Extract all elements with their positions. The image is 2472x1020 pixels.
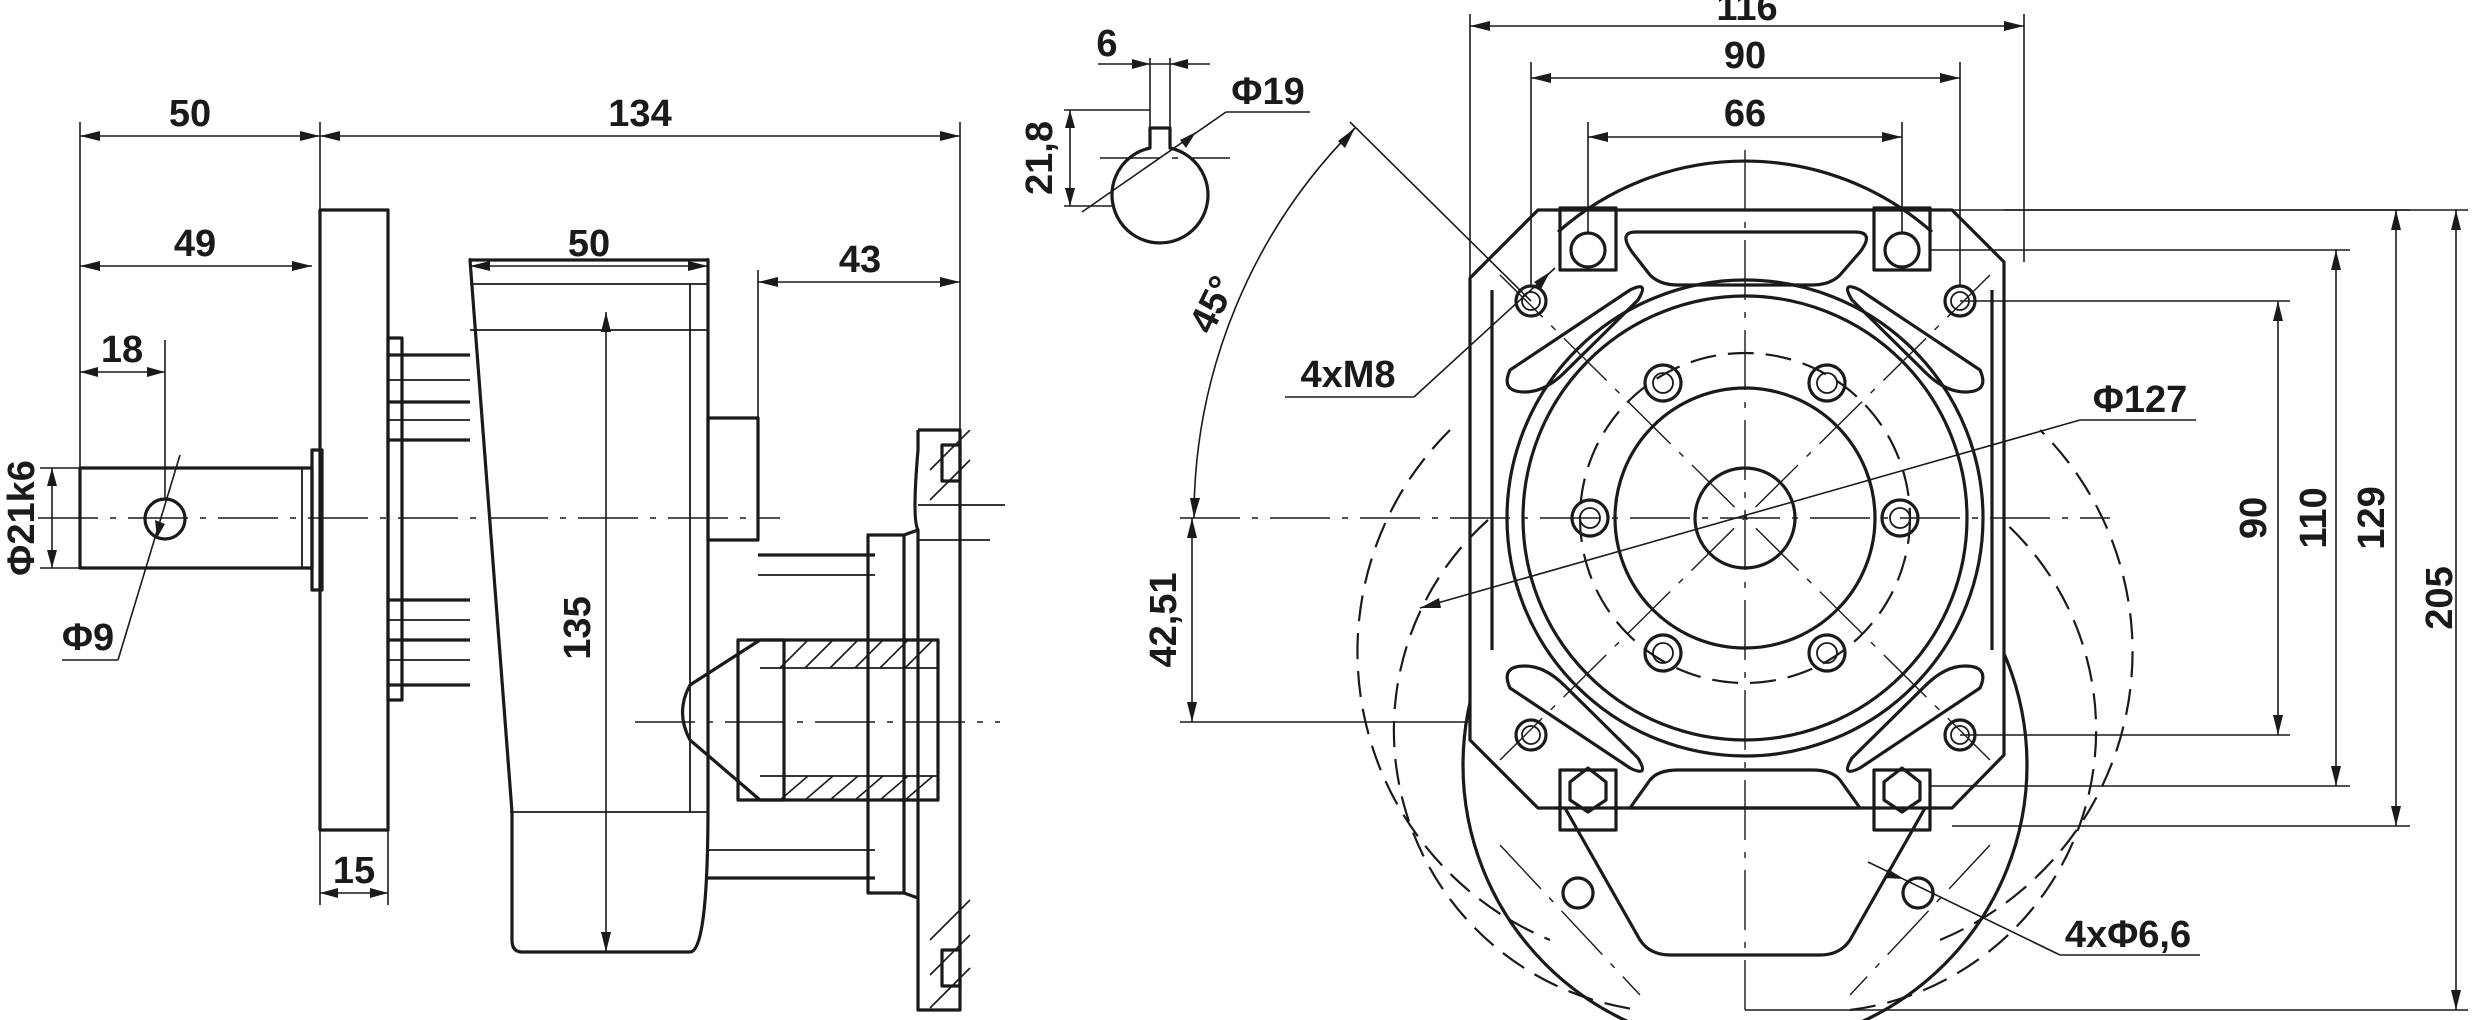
mounting-bosses [1558,206,1932,832]
front-view: 116 90 66 45° 4xM8 [1143,0,2468,1020]
dim-center-height: 42,51 [1143,572,1185,667]
ribbed-neck [388,353,470,687]
gearbox-body [468,258,760,954]
dim-pin-hole-diameter: Φ9 [62,617,114,659]
dim-height-129: 129 [2351,486,2393,549]
dim-overall-height: 205 [2419,566,2461,629]
dim-output-length: 43 [839,239,881,281]
dim-angle: 45° [1182,270,1245,340]
dim-gearbox-width: 50 [568,223,610,265]
dim-threaded-holes: 4xM8 [1300,354,1395,396]
dim-flange-thickness: 15 [333,850,375,892]
dim-bore-diameter: Φ19 [1231,71,1304,113]
dim-mounting-holes: 4xΦ6,6 [2065,914,2191,956]
output-assembly [680,428,1005,1012]
dim-bolt-spacing-inner: 66 [1724,93,1766,135]
dim-vertical-hole-spacing: 90 [2233,497,2275,539]
front-dimensions: 116 90 66 45° 4xM8 [1143,0,2468,1011]
dim-bolt-spacing-outer: 90 [1724,35,1766,77]
side-view: 134 50 49 18 Φ21k6 Φ9 [1,93,1005,1012]
dim-key-height: 21,8 [1019,121,1061,195]
dim-shaft-to-flange: 49 [174,223,216,265]
dim-height-110: 110 [2293,487,2335,548]
dim-gearbox-height: 135 [557,596,599,659]
dim-overall-width: 116 [1716,0,1777,29]
side-dimensions: 134 50 49 18 Φ21k6 Φ9 [1,93,961,952]
flange [310,208,404,832]
flange-plate [1468,208,2006,810]
keyway-detail: 6 21,8 Φ19 [1019,23,1310,245]
dim-overall-length: 134 [608,93,671,135]
dim-pin-hole-position: 18 [101,329,143,371]
dim-shaft-length: 50 [169,93,211,135]
dim-key-width: 6 [1096,23,1117,65]
dim-shaft-diameter: Φ21k6 [1,460,43,576]
dim-pitch-circle: Φ127 [2093,379,2188,421]
